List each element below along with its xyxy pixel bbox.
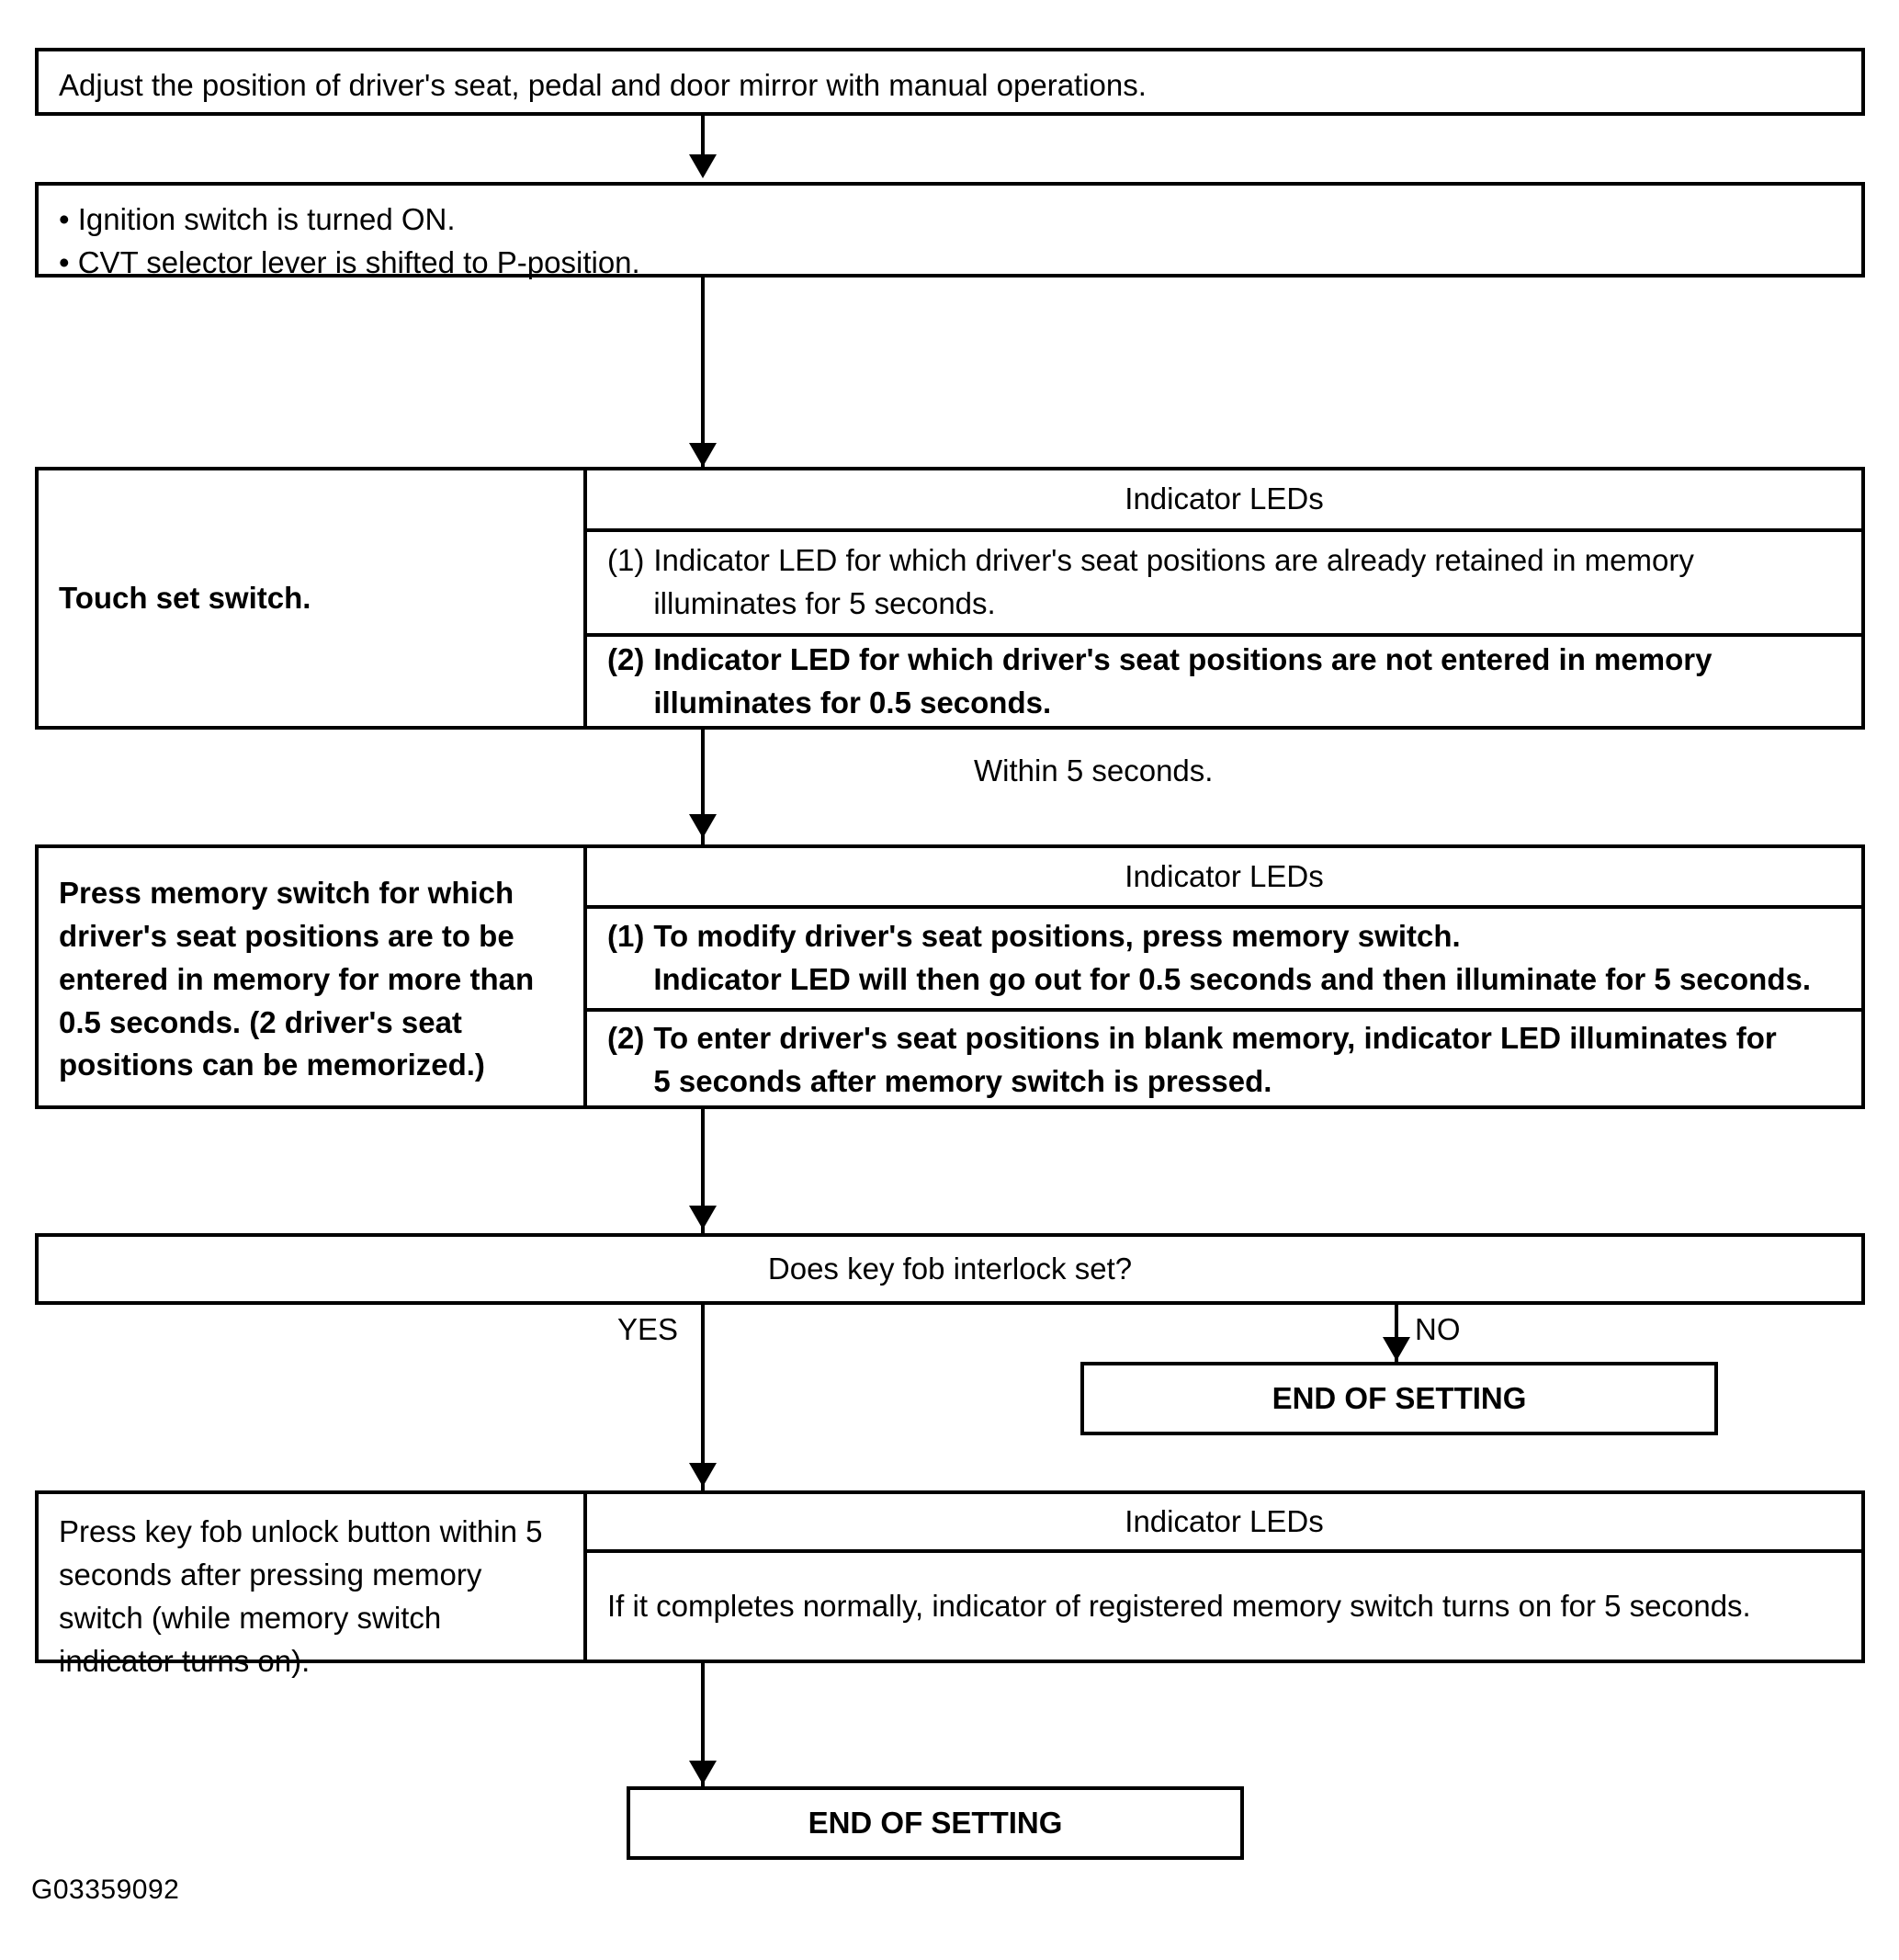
connector-key-fob-to-end	[701, 1663, 705, 1792]
step-press-key-fob-box: Press key fob unlock button within 5 sec…	[35, 1490, 1865, 1678]
connector-no-branch	[1395, 1305, 1398, 1365]
touch-led-item-1-text: Indicator LED for which driver's seat po…	[653, 543, 1694, 620]
touch-led-item-2: (2) Indicator LED for which driver's sea…	[607, 639, 1841, 725]
connector-memory-to-decision	[701, 1109, 705, 1238]
step-adjust-position-text: Adjust the position of driver's seat, pe…	[59, 68, 1147, 102]
decision-key-fob-interlock-box: Does key fob interlock set?	[35, 1233, 1865, 1305]
key-fob-led-row-1: If it completes normally, indicator of r…	[587, 1553, 1861, 1660]
step-conditions-box: • Ignition switch is turned ON. • CVT se…	[35, 182, 1865, 279]
arrowhead-touch-to-memory	[689, 814, 717, 838]
end-of-setting-final-text: END OF SETTING	[808, 1805, 1063, 1840]
step-press-key-fob-label-cell: Press key fob unlock button within 5 sec…	[39, 1494, 583, 1678]
step-adjust-position-box: Adjust the position of driver's seat, pe…	[35, 48, 1865, 116]
edge-label-within-5-seconds: Within 5 seconds.	[974, 753, 1214, 787]
memory-led-row-1: (1) To modify driver's seat positions, p…	[587, 909, 1861, 1008]
step-adjust-position-inner: Adjust the position of driver's seat, pe…	[39, 51, 1861, 120]
end-of-setting-final-box: END OF SETTING	[627, 1786, 1244, 1860]
edge-label-yes: YES	[617, 1312, 679, 1346]
memory-led-row-2: (2) To enter driver's seat positions in …	[587, 1008, 1861, 1109]
step-press-key-fob-led-cell: Indicator LEDs If it completes normally,…	[583, 1494, 1861, 1660]
connector-conditions-to-touch	[701, 278, 705, 475]
step-press-memory-switch-label-cell: Press memory switch for which driver's s…	[39, 848, 583, 1105]
memory-led-item-2: (2) To enter driver's seat positions in …	[607, 1017, 1797, 1104]
arrowhead-memory-to-decision	[689, 1206, 717, 1229]
step-conditions-inner: • Ignition switch is turned ON. • CVT se…	[39, 186, 1861, 298]
step-touch-set-switch-label: Touch set switch.	[59, 580, 311, 615]
step-touch-set-switch-label-cell: Touch set switch.	[39, 470, 583, 726]
arrowhead-adjust-to-conditions	[689, 154, 717, 178]
step-touch-set-switch-box: Touch set switch. Indicator LEDs (1) Ind…	[35, 467, 1865, 730]
touch-led-row-2: (2) Indicator LED for which driver's sea…	[587, 632, 1861, 727]
touch-led-header-cell: Indicator LEDs	[587, 470, 1861, 532]
key-fob-led-header-cell: Indicator LEDs	[587, 1494, 1861, 1553]
arrowhead-yes-branch	[689, 1463, 717, 1487]
memory-led-item-1-number: (1)	[607, 919, 645, 954]
step-conditions-text: • Ignition switch is turned ON. • CVT se…	[59, 202, 640, 279]
step-press-memory-switch-led-cell: Indicator LEDs (1) To modify driver's se…	[583, 848, 1861, 1105]
memory-led-item-1-text: To modify driver's seat positions, press…	[653, 919, 1811, 996]
figure-code: G03359092	[31, 1875, 180, 1905]
touch-led-item-1-number: (1)	[607, 543, 645, 577]
memory-led-header-cell: Indicator LEDs	[587, 848, 1861, 909]
memory-led-header-text: Indicator LEDs	[1125, 858, 1324, 893]
step-touch-set-switch-led-cell: Indicator LEDs (1) Indicator LED for whi…	[583, 470, 1861, 726]
step-press-memory-switch-label: Press memory switch for which driver's s…	[59, 876, 535, 1082]
memory-led-item-1: (1) To modify driver's seat positions, p…	[607, 915, 1811, 1002]
touch-led-item-2-text: Indicator LED for which driver's seat po…	[653, 642, 1712, 719]
touch-led-item-2-number: (2)	[607, 642, 645, 676]
arrowhead-conditions-to-touch	[689, 443, 717, 467]
connector-touch-to-memory	[701, 730, 705, 844]
step-press-memory-switch-box: Press memory switch for which driver's s…	[35, 844, 1865, 1109]
end-of-setting-no-box: END OF SETTING	[1080, 1362, 1718, 1435]
end-of-setting-no-text: END OF SETTING	[1272, 1380, 1527, 1415]
connector-yes-branch	[701, 1305, 705, 1521]
memory-led-item-2-number: (2)	[607, 1021, 645, 1056]
connector-adjust-to-conditions	[701, 116, 705, 171]
touch-led-item-1: (1) Indicator LED for which driver's sea…	[607, 539, 1783, 626]
touch-led-row-1: (1) Indicator LED for which driver's sea…	[587, 532, 1861, 633]
decision-key-fob-interlock-text: Does key fob interlock set?	[767, 1251, 1133, 1286]
arrowhead-key-fob-to-end	[689, 1761, 717, 1784]
key-fob-led-text: If it completes normally, indicator of r…	[607, 1588, 1751, 1623]
touch-led-header-text: Indicator LEDs	[1125, 482, 1324, 515]
key-fob-led-header-text: Indicator LEDs	[1125, 1503, 1324, 1538]
arrowhead-no-branch	[1383, 1337, 1410, 1361]
step-press-key-fob-label: Press key fob unlock button within 5 sec…	[59, 1514, 543, 1678]
memory-led-item-2-text: To enter driver's seat positions in blan…	[653, 1021, 1777, 1098]
edge-label-no: NO	[1415, 1312, 1461, 1346]
